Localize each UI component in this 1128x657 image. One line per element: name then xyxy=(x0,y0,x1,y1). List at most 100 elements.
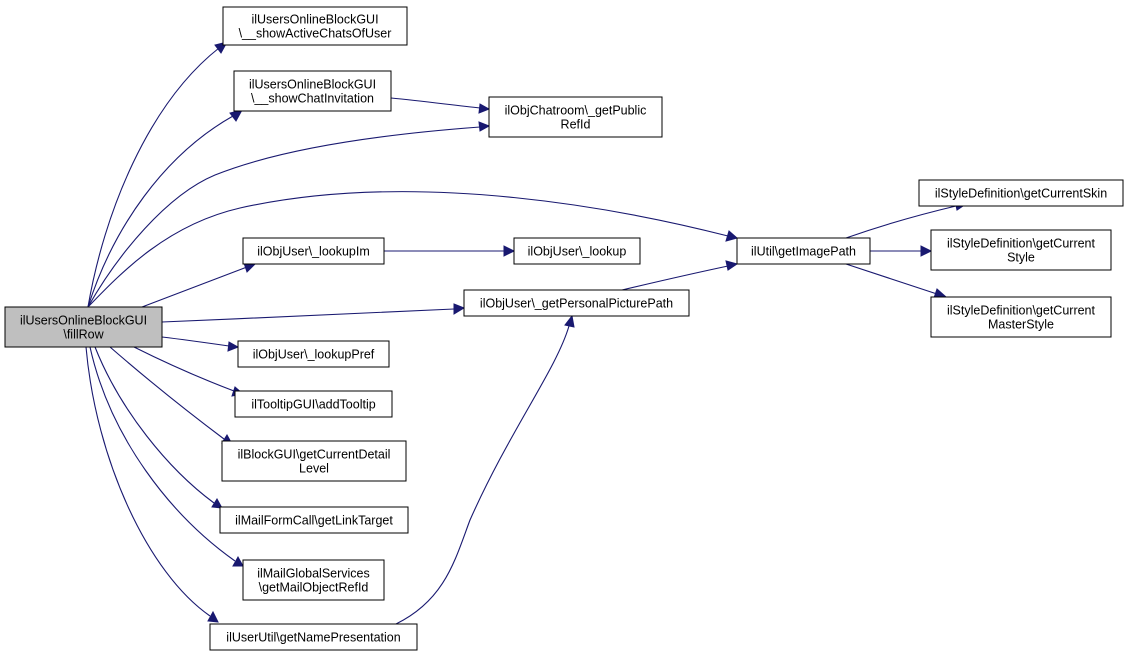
edge-getNamePresentation-to-getPersonalPicturePath xyxy=(395,314,575,625)
node-getMailObjectRefId[interactable]: ilMailGlobalServices\getMailObjectRefId xyxy=(242,559,385,601)
edge-line xyxy=(161,336,230,347)
edge-getImagePath-to-getCurrentMasterStyle xyxy=(845,263,948,299)
edge-line xyxy=(87,115,234,308)
node-box xyxy=(918,179,1124,207)
node-box xyxy=(242,559,385,601)
node-label: ilUsersOnlineBlockGUI xyxy=(249,78,376,92)
edge-line xyxy=(89,346,236,562)
node-box xyxy=(222,6,408,46)
node-label: \__showActiveChatsOfUser xyxy=(239,27,392,41)
edge-line xyxy=(87,47,220,308)
node-box xyxy=(219,506,409,534)
node-label: ilObjChatroom\_getPublic xyxy=(505,104,647,118)
edge-getPersonalPicturePath-to-getImagePath xyxy=(621,260,739,291)
node-getCurrentSkin[interactable]: ilStyleDefinition\getCurrentSkin xyxy=(918,179,1124,207)
edge-root-to-getLinkTarget xyxy=(94,346,223,509)
edge-root-to-getPublicRefId xyxy=(87,121,491,308)
edge-getImagePath-to-getCurrentStyle xyxy=(870,245,933,257)
arrowhead-icon xyxy=(229,109,243,122)
edge-line xyxy=(87,126,481,308)
node-getPersonalPicturePath[interactable]: ilObjUser\_getPersonalPicturePath xyxy=(463,289,690,317)
node-label: MasterStyle xyxy=(988,318,1054,332)
node-label: ilStyleDefinition\getCurrentSkin xyxy=(935,187,1107,201)
arrowhead-icon xyxy=(478,121,491,132)
node-lookupPref[interactable]: ilObjUser\_lookupPref xyxy=(237,340,390,368)
arrowhead-icon xyxy=(227,341,240,352)
edge-line xyxy=(109,346,225,440)
edge-root-to-addTooltip xyxy=(133,346,245,397)
node-label: \__showChatInvitation xyxy=(251,92,374,106)
node-box xyxy=(234,390,393,418)
node-box xyxy=(488,96,663,138)
edge-root-to-getMailObjectRefId xyxy=(89,346,244,567)
node-label: ilUtil\getImagePath xyxy=(751,245,856,259)
edge-root-to-lookupIm xyxy=(141,262,258,308)
node-label: ilMailGlobalServices xyxy=(257,567,370,581)
node-label: Level xyxy=(299,462,329,476)
arrowhead-icon xyxy=(564,314,575,328)
node-label: ilObjUser\_lookup xyxy=(528,245,627,259)
node-getLinkTarget[interactable]: ilMailFormCall\getLinkTarget xyxy=(219,506,409,534)
node-showActiveChats[interactable]: ilUsersOnlineBlockGUI\__showActiveChatsO… xyxy=(222,6,408,46)
arrowhead-icon xyxy=(453,303,466,315)
arrowhead-icon xyxy=(211,498,223,509)
node-box xyxy=(221,440,407,482)
node-box xyxy=(237,340,390,368)
arrowhead-icon xyxy=(503,245,516,257)
node-label: ilMailFormCall\getLinkTarget xyxy=(235,514,393,528)
arrowhead-icon xyxy=(232,555,244,567)
edge-line xyxy=(845,263,938,295)
arrowhead-icon xyxy=(725,230,739,242)
node-box xyxy=(736,237,871,265)
edge-line xyxy=(161,308,455,323)
node-label: ilUsersOnlineBlockGUI xyxy=(251,13,378,27)
edge-line xyxy=(390,97,481,109)
edge-root-to-lookupPref xyxy=(161,336,240,352)
node-showChatInvitation[interactable]: ilUsersOnlineBlockGUI\__showChatInvitati… xyxy=(233,70,392,112)
node-label: ilUsersOnlineBlockGUI xyxy=(20,314,147,328)
node-box xyxy=(463,289,690,317)
edge-line xyxy=(395,325,570,625)
edge-root-to-getCurrentDetailLevel xyxy=(109,346,233,445)
node-label: ilTooltipGUI\addTooltip xyxy=(251,398,375,412)
edge-line xyxy=(845,205,957,239)
node-label: ilUserUtil\getNamePresentation xyxy=(226,631,400,645)
node-box xyxy=(930,229,1112,271)
arrowhead-icon xyxy=(207,610,219,623)
node-label: Style xyxy=(1007,251,1035,265)
node-label: ilObjUser\_getPersonalPicturePath xyxy=(480,297,673,311)
node-label: \getMailObjectRefId xyxy=(259,581,369,595)
edge-line xyxy=(94,346,215,504)
edge-line xyxy=(133,346,235,392)
edge-root-to-getPersonalPicturePath xyxy=(161,303,466,323)
node-root[interactable]: ilUsersOnlineBlockGUI\fillRow xyxy=(4,306,163,348)
arrowhead-icon xyxy=(725,260,739,271)
node-label: ilObjUser\_lookupIm xyxy=(257,245,370,259)
node-lookup[interactable]: ilObjUser\_lookup xyxy=(513,237,641,265)
edge-root-to-getNamePresentation xyxy=(85,346,219,623)
node-getImagePath[interactable]: ilUtil\getImagePath xyxy=(736,237,871,265)
node-label: ilStyleDefinition\getCurrent xyxy=(947,304,1096,318)
node-label: \fillRow xyxy=(63,328,104,342)
node-label: ilObjUser\_lookupPref xyxy=(253,348,375,362)
node-label: ilStyleDefinition\getCurrent xyxy=(947,237,1096,251)
node-box xyxy=(513,237,641,265)
arrowhead-icon xyxy=(920,245,933,257)
edge-root-to-getImagePath xyxy=(87,191,739,308)
node-box xyxy=(242,237,385,265)
edge-lookupIm-to-lookup xyxy=(384,245,516,257)
arrowhead-icon xyxy=(478,103,491,114)
node-getNamePresentation[interactable]: ilUserUtil\getNamePresentation xyxy=(209,623,418,651)
node-lookupIm[interactable]: ilObjUser\_lookupIm xyxy=(242,237,385,265)
nodes-layer: ilUsersOnlineBlockGUI\fillRowilUsersOnli… xyxy=(4,6,1124,651)
node-box xyxy=(930,296,1112,338)
node-addTooltip[interactable]: ilTooltipGUI\addTooltip xyxy=(234,390,393,418)
edge-line xyxy=(85,346,211,617)
node-box xyxy=(209,623,418,651)
node-label: ilBlockGUI\getCurrentDetail xyxy=(238,448,391,462)
